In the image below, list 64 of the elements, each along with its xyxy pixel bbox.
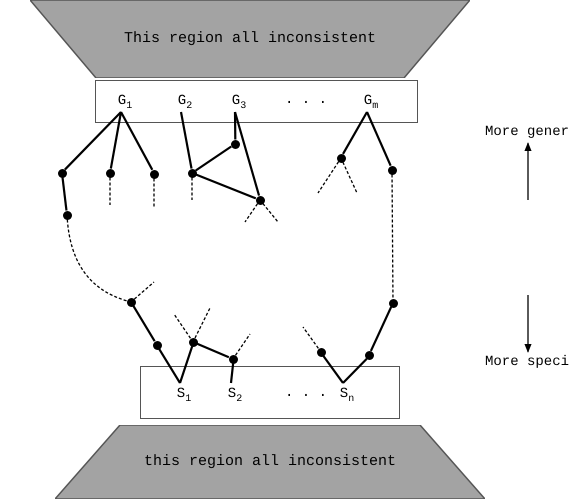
node-dot	[228, 354, 238, 364]
edge-line	[158, 348, 181, 384]
edge-line	[120, 111, 154, 170]
node-dot	[106, 168, 114, 178]
edge-line	[196, 174, 256, 200]
hypothesis-label: G$_{3}$	[227, 91, 251, 111]
node-dot	[126, 298, 136, 306]
node-dot	[230, 140, 240, 148]
region-label: This region all inconsistent	[122, 29, 378, 49]
dashed-line	[391, 174, 394, 298]
dashed-line	[173, 314, 192, 339]
edge-line	[132, 305, 156, 342]
node-dot	[256, 196, 264, 204]
node-dot	[388, 298, 398, 308]
edge-line	[196, 342, 230, 358]
edge-line	[342, 358, 368, 384]
node-dot	[188, 168, 196, 178]
edge-line	[110, 112, 122, 169]
hypothesis-label: S$_{1}$	[172, 384, 196, 404]
edge-line	[61, 177, 68, 211]
hypothesis-label: G$_{m}$	[358, 91, 384, 111]
dashed-line	[317, 161, 340, 194]
node-dot	[316, 348, 326, 356]
node-dot	[150, 170, 158, 178]
edge-line	[64, 111, 122, 170]
edge-line	[366, 112, 392, 166]
node-dot	[364, 350, 374, 360]
hypothesis-label: G$_{2}$	[173, 91, 197, 111]
node-dot	[58, 168, 66, 178]
dashed-line	[302, 326, 319, 349]
dashed-line	[109, 178, 111, 205]
edge-line	[195, 146, 232, 172]
node-dot	[152, 340, 162, 350]
edge-line	[180, 112, 193, 169]
hypothesis-label: G$_{1}$	[113, 91, 137, 111]
hypothesis-label: S$_{2}$	[223, 384, 247, 404]
node-dot	[336, 154, 346, 162]
edge-line	[234, 112, 236, 140]
edge-line	[370, 306, 392, 352]
ellipsis-label: . . .	[285, 384, 328, 403]
dashed-line	[262, 203, 278, 222]
edge-line	[230, 363, 234, 384]
ellipsis-label: . . .	[285, 91, 328, 110]
dashed-line	[235, 334, 251, 356]
dashed-line	[191, 178, 193, 200]
dashed-line	[153, 178, 155, 208]
dashed-line	[342, 162, 358, 194]
dashed-line	[194, 308, 211, 338]
edge-line	[234, 112, 260, 196]
node-dot	[188, 338, 198, 346]
edge-line	[178, 346, 194, 384]
edge-line	[342, 111, 368, 155]
dashed-line	[134, 282, 154, 300]
axis-label: More gener	[485, 123, 570, 142]
region-label: this region all inconsistent	[142, 452, 398, 472]
dashed-line	[244, 203, 258, 222]
node-dot	[62, 210, 72, 220]
axis-label: More speci	[485, 353, 570, 372]
hypothesis-boundary-box	[95, 80, 418, 123]
dashed-line	[66, 219, 127, 302]
node-dot	[388, 166, 396, 174]
edge-line	[322, 355, 344, 384]
hypothesis-label: S$_{n}$	[335, 384, 359, 404]
hypothesis-boundary-box	[140, 366, 400, 419]
